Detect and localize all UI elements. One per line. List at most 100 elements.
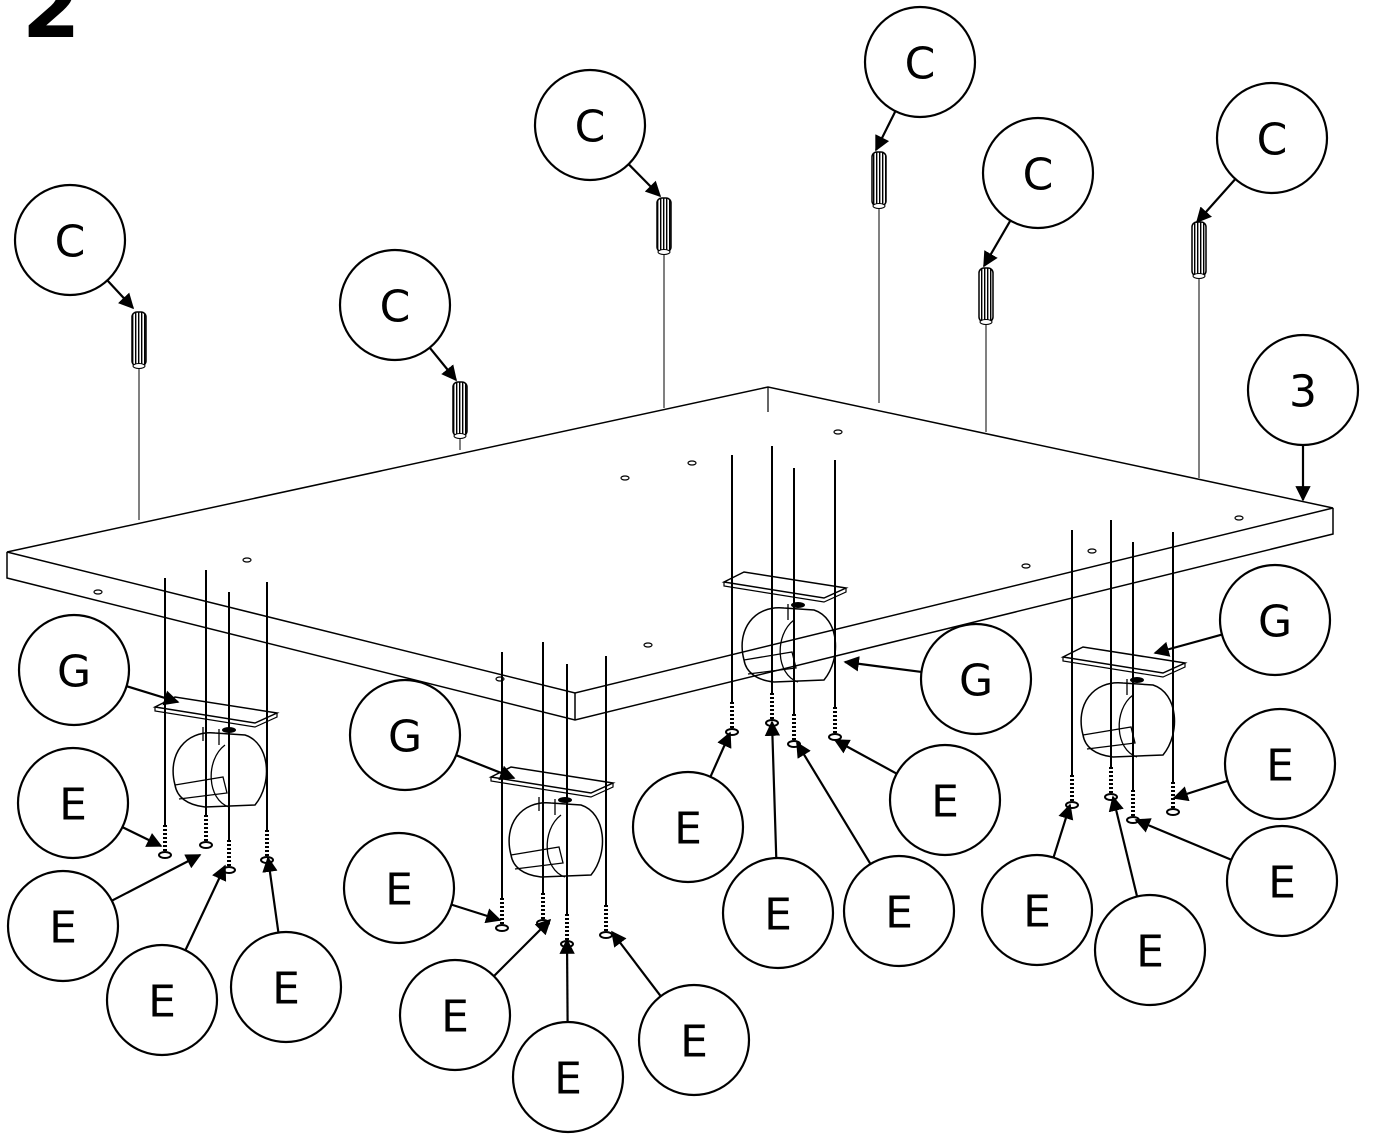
callout-screw: E [833, 739, 1002, 857]
callout-screw: E [229, 856, 343, 1044]
callout-circle [1215, 81, 1329, 195]
callout-screw: E [342, 831, 502, 945]
callout-circle [533, 68, 647, 182]
dowel [978, 267, 994, 432]
panel-hole [833, 429, 843, 435]
callout-label: C [380, 282, 411, 333]
callout-circle [721, 856, 835, 970]
callout-screw: E [721, 720, 835, 970]
callout-label: E [441, 992, 469, 1043]
callout-screw: E [1093, 795, 1207, 1007]
callout-dowel: C [1195, 81, 1329, 224]
callout-circle [1225, 824, 1339, 938]
callout-arrow [126, 685, 180, 706]
callout-circle [348, 678, 462, 792]
callout-screw: E [611, 930, 751, 1097]
panel-hole [1021, 563, 1031, 569]
callout-arrow [796, 741, 872, 865]
callout-label: C [1023, 150, 1054, 201]
callout-label: E [1268, 858, 1296, 909]
callout-panel-3: 3 [1246, 333, 1360, 502]
callout-arrow [262, 856, 280, 933]
callout-arrow [875, 110, 897, 152]
callout-label: E [49, 903, 77, 954]
callout-label: C [575, 102, 606, 153]
callout-circle [1218, 563, 1332, 677]
callout-arrow [559, 938, 575, 1023]
callout-arrow [121, 826, 163, 847]
callout-circle [342, 831, 456, 945]
callout-label: E [272, 964, 300, 1015]
callout-circle [980, 853, 1094, 967]
callout-arrow [1195, 178, 1237, 224]
callout-arrow [983, 220, 1012, 268]
callout-arrow [843, 656, 922, 674]
panel-hole [620, 475, 630, 481]
callout-circle [1246, 333, 1360, 447]
callout-label: G [388, 712, 422, 763]
callout-label: E [1023, 887, 1051, 938]
callout-label: C [1257, 115, 1288, 166]
screw [599, 656, 613, 939]
callout-arrow [1134, 818, 1232, 861]
callout-arrow [106, 279, 135, 310]
callout-label: G [1258, 597, 1292, 648]
callout-circle [631, 770, 745, 884]
callout-label: C [55, 217, 86, 268]
callout-label: C [905, 39, 936, 90]
callout-circle [105, 943, 219, 1057]
screw [1104, 520, 1118, 801]
callout-label: E [931, 777, 959, 828]
callout-caster: G [17, 613, 180, 727]
callout-circle [398, 958, 512, 1072]
callout-circle [17, 613, 131, 727]
callout-screw: E [398, 918, 552, 1072]
callout-label: E [764, 890, 792, 941]
callout-circle [16, 746, 130, 860]
screw [260, 582, 274, 864]
screw [495, 652, 509, 932]
callout-circle [981, 116, 1095, 230]
callout-arrow [111, 854, 202, 902]
callout-circle [6, 869, 120, 983]
caster-wheel [721, 571, 849, 683]
callout-screw: E [631, 731, 745, 884]
callout-dowel: C [338, 248, 457, 382]
dowel [656, 197, 672, 408]
callout-label: E [148, 977, 176, 1028]
screw [158, 578, 172, 859]
callout-label: E [680, 1017, 708, 1068]
callout-arrow [627, 163, 662, 198]
panel-hole [495, 676, 505, 682]
callout-label: E [554, 1054, 582, 1105]
callout-circle [338, 248, 452, 362]
callout-screw: E [6, 854, 202, 983]
screw [828, 460, 842, 741]
callout-label: G [959, 656, 993, 707]
screw [560, 664, 574, 948]
callout-arrow [184, 864, 227, 951]
screw [1065, 530, 1079, 809]
callout-arrow [1052, 803, 1074, 858]
panel-hole [93, 589, 103, 595]
callout-screw: E [105, 864, 227, 1057]
callout-circle [13, 183, 127, 297]
callout-caster: G [843, 622, 1033, 736]
callout-dowel: C [13, 183, 135, 310]
callout-label: 3 [1289, 367, 1317, 418]
screw [725, 455, 739, 736]
callout-arrow [1172, 779, 1228, 802]
callout-screw: E [1172, 707, 1337, 821]
callout-caster: G [1153, 563, 1332, 677]
callout-label: E [674, 804, 702, 855]
callout-label: G [57, 647, 91, 698]
callout-arrow [1153, 633, 1223, 657]
dowel [131, 311, 147, 520]
callout-screw: E [1134, 818, 1339, 938]
callout-circle [863, 5, 977, 119]
callout-circle [511, 1020, 625, 1134]
callout-circle [919, 622, 1033, 736]
callout-arrow [451, 903, 502, 924]
callout-label: E [1136, 927, 1164, 978]
